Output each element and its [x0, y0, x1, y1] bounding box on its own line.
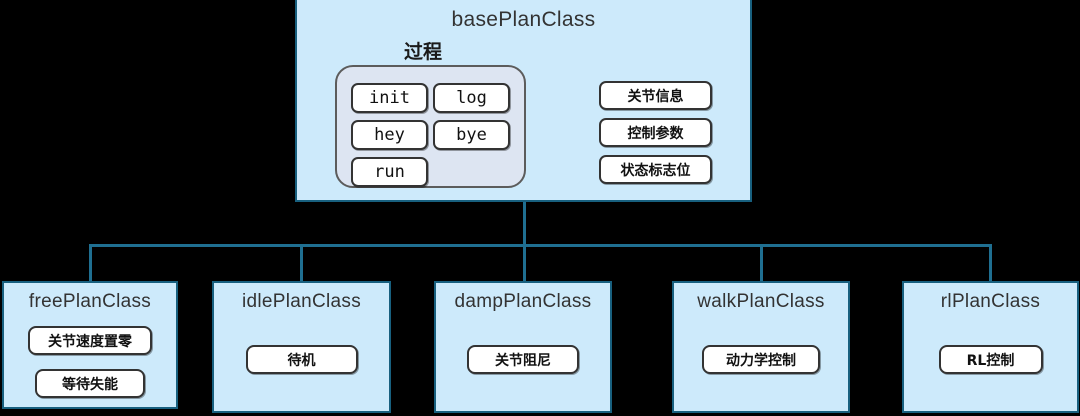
class-title-freeplanclass: freePlanClass [28, 291, 152, 312]
group-label-process: 过程 [404, 41, 443, 63]
attribute-pill-status-flags[interactable]: 状态标志位 [599, 155, 712, 184]
attribute-pill-joint-info[interactable]: 关节信息 [599, 81, 712, 110]
connector-horizontal-bus [89, 244, 992, 247]
class-title-dampplanclass: dampPlanClass [454, 291, 592, 312]
class-box-walkplanclass[interactable]: walkPlanClass 动力学控制 [672, 281, 850, 413]
connector-drop-walk [760, 244, 763, 282]
method-pill-init[interactable]: init [351, 83, 428, 113]
method-pill-run[interactable]: run [351, 157, 428, 187]
child-pill-joint-velocity-zero[interactable]: 关节速度置零 [28, 326, 152, 355]
connector-drop-damp [523, 244, 526, 282]
class-title-idleplanclass: idlePlanClass [241, 291, 361, 312]
method-pill-hey[interactable]: hey [351, 120, 428, 150]
class-box-freeplanclass[interactable]: freePlanClass 关节速度置零 等待失能 [2, 281, 178, 409]
child-pill-list: RL控制 [904, 345, 1077, 374]
child-pill-wait-disable[interactable]: 等待失能 [35, 369, 145, 398]
child-pill-joint-damping[interactable]: 关节阻尼 [467, 345, 579, 374]
child-pill-list: 关节阻尼 [436, 345, 610, 374]
child-pill-rl-control[interactable]: RL控制 [938, 345, 1043, 374]
connector-drop-idle [300, 244, 303, 282]
child-pill-list: 关节速度置零 等待失能 [4, 326, 176, 398]
child-pill-dynamics-control[interactable]: 动力学控制 [702, 345, 820, 374]
method-pill-bye[interactable]: bye [433, 120, 510, 150]
connector-drop-free [89, 244, 92, 282]
method-group-container: init log hey bye run [335, 65, 526, 188]
method-pill-log[interactable]: log [433, 83, 510, 113]
class-title-rlplanclass: rlPlanClass [940, 291, 1041, 312]
child-pill-standby[interactable]: 待机 [245, 345, 358, 374]
class-title-baseplanclass: basePlanClass [451, 8, 596, 31]
connector-parent-stem [523, 202, 526, 246]
class-title-walkplanclass: walkPlanClass [697, 291, 825, 312]
child-pill-list: 待机 [214, 345, 389, 374]
class-box-idleplanclass[interactable]: idlePlanClass 待机 [212, 281, 391, 413]
connector-drop-rl [989, 244, 992, 282]
attribute-pill-control-params[interactable]: 控制参数 [599, 118, 712, 147]
class-box-rlplanclass[interactable]: rlPlanClass RL控制 [902, 281, 1079, 413]
class-box-baseplanclass[interactable]: basePlanClass 过程 init log hey bye run 关节… [295, 0, 752, 202]
child-pill-list: 动力学控制 [674, 345, 848, 374]
class-box-dampplanclass[interactable]: dampPlanClass 关节阻尼 [434, 281, 612, 413]
